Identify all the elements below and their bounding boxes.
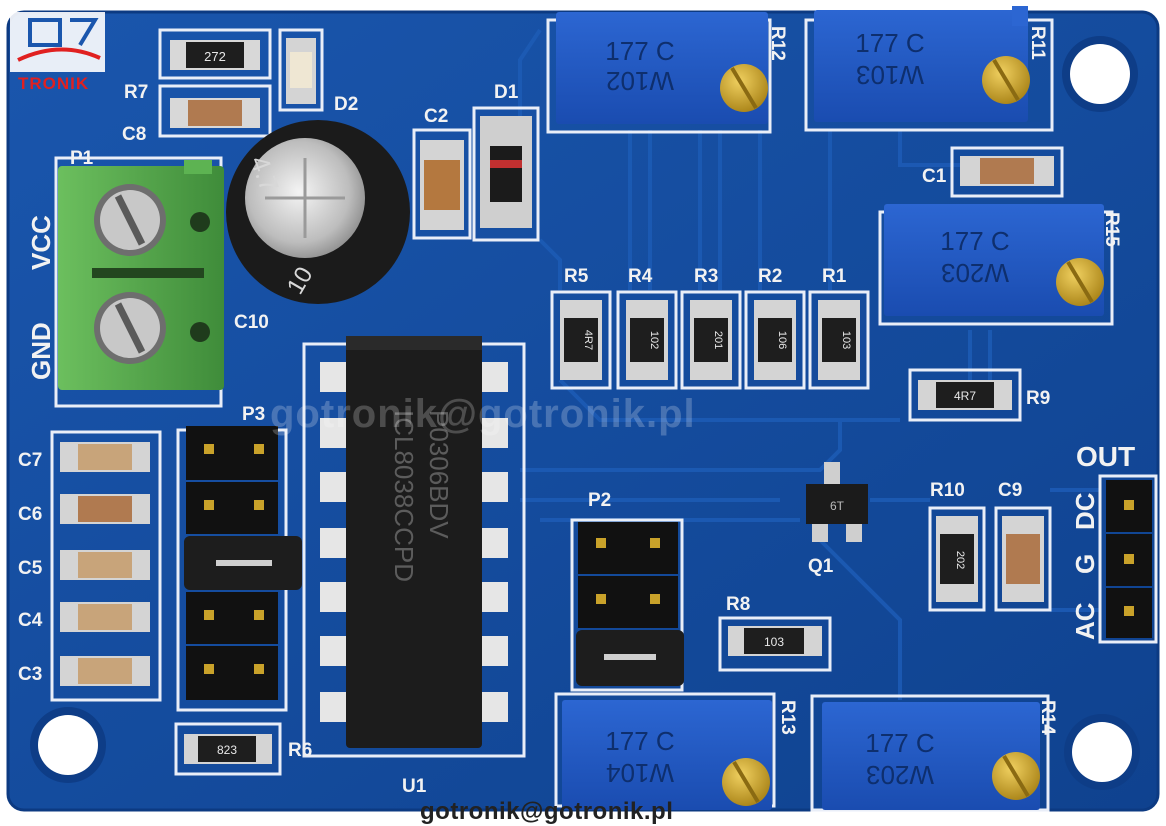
label-c3: C3 (18, 664, 42, 685)
label-out: OUT (1076, 441, 1135, 472)
terminal-block-p1 (58, 160, 224, 390)
r15-pot-brand: 177 C (940, 226, 1009, 256)
r3-marking: 201 (712, 331, 724, 349)
label-r3: R3 (694, 266, 718, 287)
r14-pot-value: W203 (866, 760, 934, 790)
r11-pot-value: W103 (856, 60, 924, 90)
label-r1: R1 (822, 266, 847, 287)
jumper-header-p2 (576, 522, 684, 686)
label-r8: R8 (726, 594, 750, 615)
label-r13: R13 (777, 700, 798, 735)
label-c7: C7 (18, 450, 42, 471)
label-c10: C10 (234, 312, 269, 333)
trimpot-r11: 177 C W103 (814, 6, 1030, 122)
r6-marking: 823 (217, 743, 237, 757)
label-p3: P3 (242, 404, 265, 425)
label-d1: D1 (494, 82, 519, 103)
mounting-holes (30, 36, 1140, 790)
label-r7: R7 (124, 82, 148, 103)
trimpot-r15: 177 C W203 (884, 204, 1104, 316)
label-r9: R9 (1026, 388, 1050, 409)
label-r10: R10 (930, 480, 965, 501)
label-r6: R6 (288, 740, 312, 761)
label-r15: R15 (1101, 212, 1122, 247)
label-r4: R4 (628, 266, 653, 287)
label-c9: C9 (998, 480, 1022, 501)
r15-pot-value: W203 (941, 258, 1009, 288)
ic-marking-line1: ICL8038CCPD (389, 410, 419, 582)
brand-logo (10, 12, 105, 72)
r13-pot-value: W104 (606, 758, 674, 788)
trimpot-r12: 177 C W102 (556, 12, 768, 124)
label-c2: C2 (424, 106, 448, 127)
r5-marking: 4R7 (582, 330, 594, 350)
brand-logo-text: TRONIK (18, 74, 90, 93)
label-ac: AC (1070, 602, 1100, 640)
trimpot-r13: 177 C W104 (562, 700, 772, 810)
label-d2: D2 (334, 94, 358, 115)
label-c6: C6 (18, 504, 42, 525)
ic-u1: ICL8038CCPD P0306BDV (320, 336, 508, 748)
footer-email: gotronik@gotronik.pl (420, 798, 674, 825)
trimpot-r14: 177 C W203 (822, 702, 1040, 810)
r13-pot-brand: 177 C (605, 726, 674, 756)
pcb-traces (518, 28, 1100, 700)
label-g: G (1070, 554, 1100, 574)
label-p2: P2 (588, 490, 611, 511)
label-r12: R12 (767, 26, 788, 61)
label-r14: R14 (1037, 700, 1058, 735)
r12-pot-value: W102 (606, 66, 674, 96)
output-header (1106, 480, 1152, 638)
r1-marking: 103 (840, 331, 852, 349)
label-vcc: VCC (26, 215, 56, 270)
label-c4: C4 (18, 610, 43, 631)
r2-marking: 106 (776, 331, 788, 349)
label-c5: C5 (18, 558, 43, 579)
electrolytic-capacitor-c10: 4.7 10 (226, 120, 410, 304)
r11-pot-brand: 177 C (855, 28, 924, 58)
label-q1: Q1 (808, 556, 834, 577)
r4-marking: 102 (648, 331, 660, 349)
label-dc: DC (1070, 492, 1100, 530)
transistor-q1: 6T (806, 462, 868, 542)
r7-marking: 272 (204, 49, 226, 64)
label-p1: P1 (70, 148, 94, 169)
r12-pot-brand: 177 C (605, 36, 674, 66)
label-r2: R2 (758, 266, 782, 287)
label-c1: C1 (922, 166, 947, 187)
watermark: gotronik@gotronik.pl (270, 392, 696, 436)
r10-marking: 202 (954, 551, 966, 569)
label-r5: R5 (564, 266, 589, 287)
silkscreen-labels: R7 C8 D2 P1 VCC GND C10 C2 D1 R12 R11 C1… (18, 26, 1135, 797)
label-c8: C8 (122, 124, 146, 145)
ic-marking-line2: P0306BDV (424, 410, 454, 539)
q1-marking: 6T (830, 499, 845, 513)
label-gnd: GND (26, 322, 56, 380)
r14-pot-brand: 177 C (865, 728, 934, 758)
label-u1: U1 (402, 776, 427, 797)
r9-marking: 4R7 (954, 389, 976, 403)
r8-marking: 103 (764, 635, 784, 649)
label-r11: R11 (1027, 26, 1048, 60)
smd-resistors: 272 4R7 102 201 106 103 4R7 202 103 (60, 38, 1054, 764)
jumper-header-p3 (184, 426, 302, 700)
